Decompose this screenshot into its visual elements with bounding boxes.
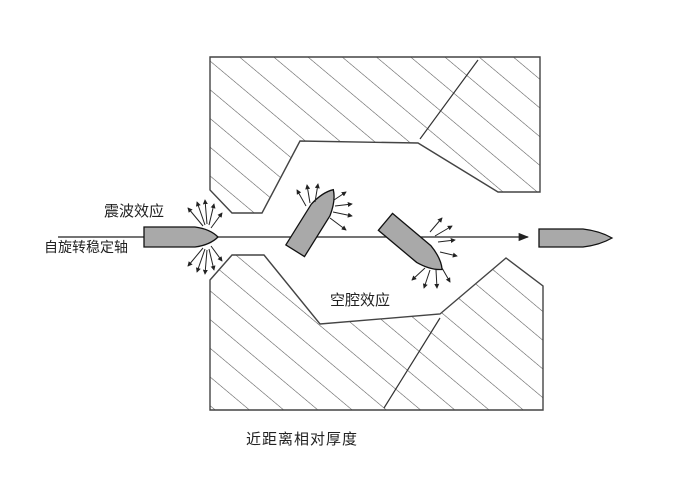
upper-tissue-block bbox=[209, 56, 541, 214]
cavity-arrows-lower bbox=[411, 217, 458, 289]
lower-tissue-seam bbox=[383, 317, 441, 409]
shock-wave-arrows bbox=[187, 199, 223, 275]
cavity-effect-label: 空腔效应 bbox=[330, 291, 391, 309]
diagram-caption: 近距离相对厚度 bbox=[246, 430, 359, 448]
lower-tissue-block bbox=[209, 254, 544, 411]
projectile-icon bbox=[377, 212, 443, 271]
cavity-arrows-upper bbox=[296, 183, 353, 231]
projectile-icon bbox=[284, 188, 335, 258]
shock-wave-effect-label: 震波效应 bbox=[104, 202, 165, 220]
spin-stabilized-axis-label: 自旋转稳定轴 bbox=[44, 240, 128, 256]
upper-tissue-seam bbox=[419, 59, 479, 140]
projectile-icon bbox=[538, 228, 614, 248]
projectile-icon bbox=[143, 226, 219, 248]
